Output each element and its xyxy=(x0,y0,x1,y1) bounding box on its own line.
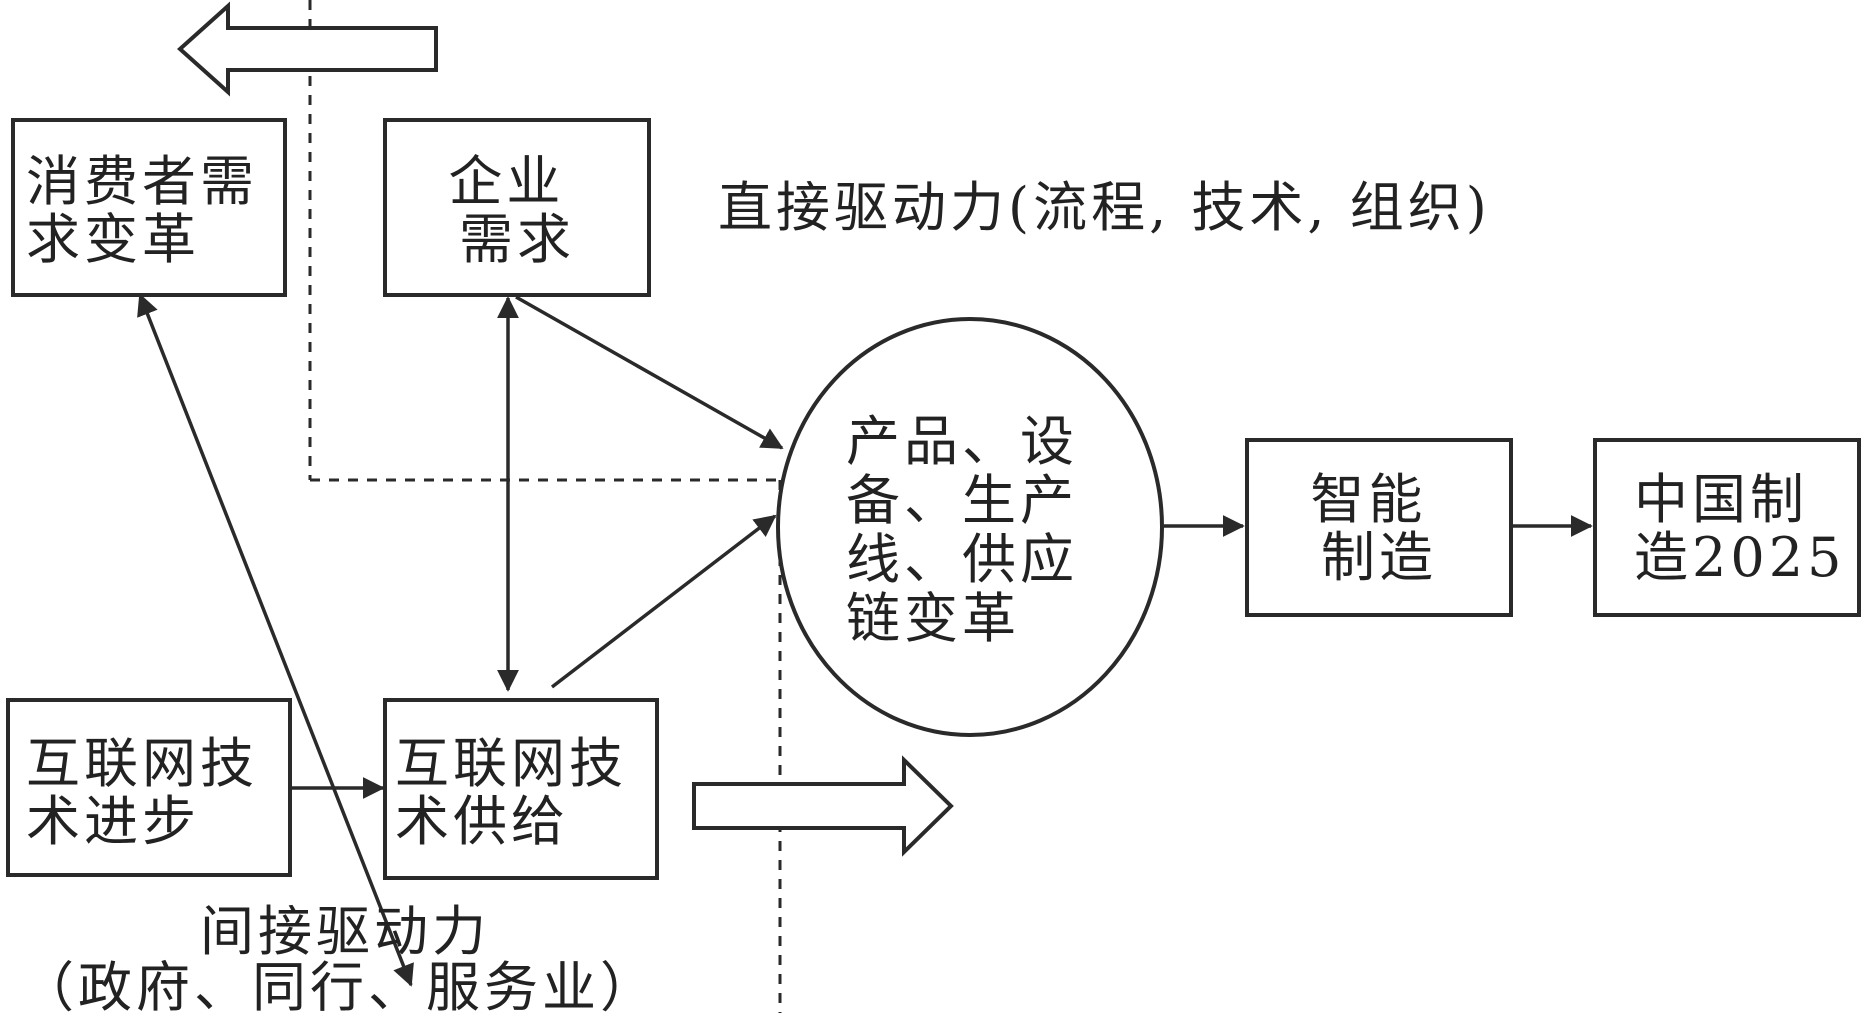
block-arrows xyxy=(177,1,954,857)
connectors xyxy=(137,293,1593,987)
connector-enterprise-demand-transformation xyxy=(515,295,784,450)
consumer-demand-box xyxy=(11,118,287,297)
right-hollow-arrow xyxy=(692,755,954,857)
enterprise-demand-label: 企业 需求 xyxy=(448,150,585,271)
connector-supply-transformation xyxy=(550,514,777,689)
transformation-circle xyxy=(776,317,1164,737)
internet-supply-label: 互联网技 术供给 xyxy=(395,732,648,853)
annotation-labels: 直接驱动力(流程, 技术, 组织) 间接驱动力 （政府、同行、服务业） xyxy=(20,176,1491,1013)
smart-manufacturing-box xyxy=(1245,438,1513,617)
connector-consumer-demand-supply xyxy=(137,293,414,987)
direct-driving-force-label: 直接驱动力(流程, 技术, 组织) xyxy=(718,176,1491,239)
internet-progress-label: 互联网技 术进步 xyxy=(26,732,279,853)
node-labels: 消费者需 求变革 企业 需求 互联网技 术进步 互联网技 术供给 产品、设 备、… xyxy=(26,150,1845,853)
made-in-china-box xyxy=(1593,438,1861,617)
transformation-label: 产品、设 备、生产 线、供应 链变革 xyxy=(846,410,1099,650)
smart-manufacturing-label: 智能 制造 xyxy=(1310,468,1447,589)
enterprise-demand-box xyxy=(383,118,651,297)
internet-supply-box xyxy=(383,698,659,880)
made-in-china-label: 中国制 造2025 xyxy=(1634,468,1845,589)
indirect-driving-force-label: 间接驱动力 （政府、同行、服务业） xyxy=(20,900,658,1013)
internet-progress-box xyxy=(6,698,292,877)
left-hollow-arrow xyxy=(177,1,438,97)
node-shapes xyxy=(6,118,1861,880)
consumer-demand-label: 消费者需 求变革 xyxy=(26,150,279,271)
